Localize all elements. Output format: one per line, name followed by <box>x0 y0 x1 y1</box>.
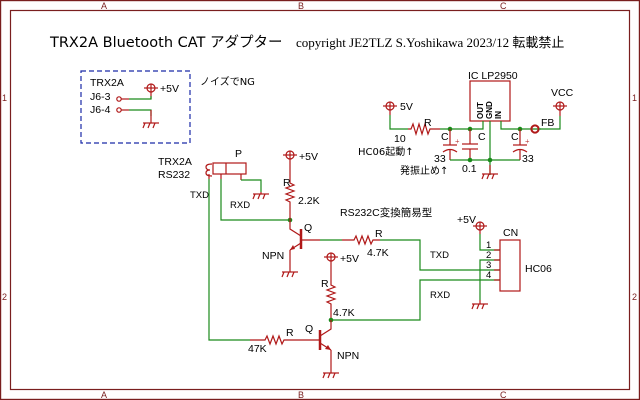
rs232-r1-ref: R <box>283 177 291 189</box>
inset-box <box>80 70 191 144</box>
inset-pin-j6-3-label: J6-3 <box>90 91 111 103</box>
copyright-text: copyright JE2TLZ S.Yoshikawa 2023/12 転載禁… <box>296 35 564 50</box>
rs232-plug-icon <box>205 162 247 180</box>
regulator-cap3-value: 33 <box>522 153 534 165</box>
rs232-txd-label: TXD <box>190 190 209 201</box>
zone-col-a-top: A <box>101 1 107 11</box>
rs232-r1-value: 2.2K <box>298 195 320 207</box>
regulator-supply-in-label: 5V <box>400 101 413 113</box>
rs232-connector-type: RS232 <box>158 169 190 181</box>
rs232-q1-ref: Q <box>304 222 312 234</box>
zone-row-1-right: 1 <box>632 93 637 103</box>
rs232-r3-value: 4.7K <box>333 307 355 319</box>
rs232-ground-icon <box>252 192 269 200</box>
rs232-q1-transistor-icon <box>289 220 320 272</box>
rs232-r3-icon <box>325 282 337 320</box>
rs232-q2-supply-label: +5V <box>340 253 359 265</box>
regulator-supply-out-label: VCC <box>551 87 574 99</box>
inset-pin-j6-3-terminal-icon <box>116 96 122 102</box>
rs232-q2-power-icon <box>324 252 338 282</box>
rs232-r2-ref: R <box>375 228 383 240</box>
regulator-resistor-icon <box>408 121 440 137</box>
regulator-pin-in: IN <box>494 111 503 119</box>
rs232-r4-icon <box>250 334 300 346</box>
regulator-ground-icon <box>481 165 498 180</box>
hc06-pin-2: 2 <box>486 250 491 261</box>
rs232-q1-type: NPN <box>262 250 284 262</box>
hc06-pin-4: 4 <box>486 270 491 281</box>
regulator-cap1-value: 33 <box>434 153 446 165</box>
regulator-cap2-value: 0.1 <box>462 163 477 175</box>
inset-note: ノイズでNG <box>200 75 255 88</box>
regulator-ic-label: IC LP2950 <box>468 70 518 82</box>
svg-text:+: + <box>455 137 460 146</box>
inner-frame <box>9 9 631 391</box>
regulator-cap2-ref: C <box>478 131 486 143</box>
zone-col-b-bottom: B <box>298 390 304 400</box>
rs232-q2-transistor-icon <box>300 320 332 373</box>
regulator-vcc-power-icon <box>553 101 567 116</box>
regulator-pin-gnd: GND <box>485 101 494 119</box>
regulator-cap3-ref: C <box>511 131 519 143</box>
note-oscillation-stop: 発振止め↑ <box>400 164 448 177</box>
zone-row-2-left: 2 <box>2 292 7 302</box>
regulator-cap1-icon: + <box>442 129 460 160</box>
regulator-resistor-ref: R <box>424 117 432 129</box>
hc06-power-icon <box>473 221 487 234</box>
inset-supply-label: +5V <box>160 83 179 95</box>
zone-col-b-top: B <box>298 1 304 11</box>
hc06-pin-1: 1 <box>486 240 491 251</box>
inset-trx2a-label: TRX2A <box>90 77 124 89</box>
regulator-cap1-ref: C <box>441 131 449 143</box>
inset-pin-j6-4-label: J6-4 <box>90 104 111 116</box>
rs232-r1-icon <box>284 178 296 220</box>
zone-row-1-left: 1 <box>2 93 7 103</box>
zone-col-c-top: C <box>500 1 507 11</box>
rs232-r4-value: 47K <box>248 343 267 355</box>
svg-text:+: + <box>525 137 530 146</box>
regulator-pin-out: OUT <box>476 102 485 119</box>
inset-pin-j6-4-terminal-icon <box>116 107 122 113</box>
rs232-rxd-label: RXD <box>230 200 250 211</box>
zone-col-c-bottom: C <box>500 390 507 400</box>
hc06-pin-3: 3 <box>486 260 491 271</box>
inset-ground-icon <box>142 110 159 129</box>
rs232-r2-icon <box>342 234 380 246</box>
ferrite-label: FB <box>541 117 554 129</box>
hc06-connector-body <box>499 239 521 292</box>
rs232-q2-ref: Q <box>305 323 313 335</box>
regulator-cap3-icon: + <box>512 129 530 160</box>
note-hc06-startup: HC06起動↑ <box>358 145 414 158</box>
hc06-ground-icon <box>471 300 488 310</box>
rs232-q2-type: NPN <box>337 350 359 362</box>
zone-col-a-bottom: A <box>101 390 107 400</box>
hc06-supply-label: +5V <box>457 214 476 226</box>
rs232-r4-ref: R <box>286 327 294 339</box>
rs232-section-title: RS232C変換簡易型 <box>340 206 432 219</box>
schematic-title: TRX2A Bluetooth CAT アダプター <box>49 34 283 51</box>
rs232-r2-value: 4.7K <box>367 247 389 259</box>
rs232-q1-power-icon <box>283 150 297 178</box>
hc06-name: HC06 <box>525 263 552 275</box>
rs232-q1-supply-label: +5V <box>299 151 318 163</box>
regulator-resistor-value: 10 <box>394 133 406 145</box>
hc06-ref: CN <box>503 227 518 239</box>
ferrite-bead-icon <box>530 124 540 134</box>
rs232-q1-ground-icon <box>281 271 298 278</box>
rs232-connector-name: TRX2A <box>158 156 192 168</box>
rs232-plug-ref: P <box>235 148 242 160</box>
rs232-q2-ground-icon <box>322 372 339 379</box>
hc06-txd-label: TXD <box>430 250 449 261</box>
zone-row-2-right: 2 <box>632 292 637 302</box>
hc06-rxd-label: RXD <box>430 290 450 301</box>
rs232-r3-ref: R <box>321 278 329 290</box>
regulator-cap2-icon <box>462 129 478 160</box>
regulator-5v-power-icon <box>383 101 397 115</box>
